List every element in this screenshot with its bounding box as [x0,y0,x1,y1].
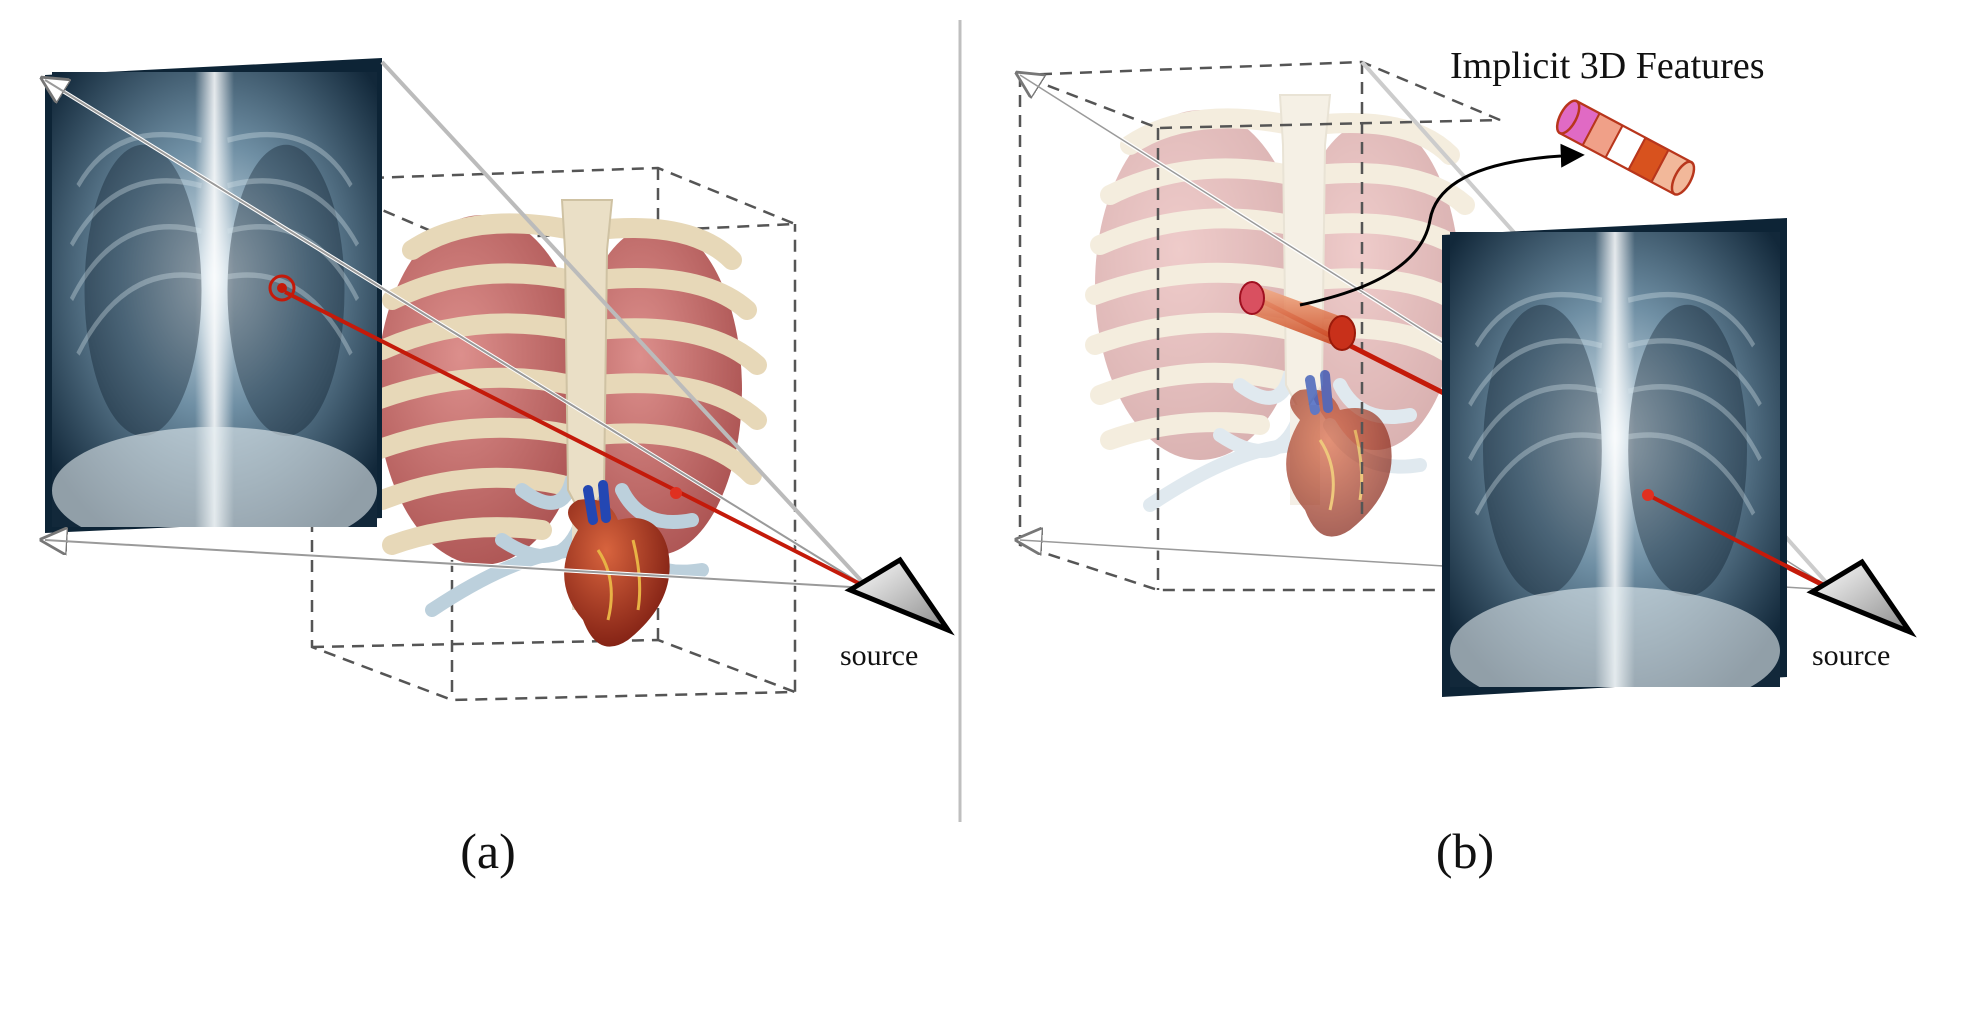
caption-a: (a) [460,823,516,879]
source-label-b: source [1812,639,1890,672]
panel-b: source Implicit 3D Features (b) [1020,45,1917,879]
red-ray-b-front [1642,489,1834,592]
source-cone-icon [1806,558,1917,638]
feature-arrow [1299,143,1585,307]
caption-b: (b) [1436,823,1494,879]
xray-image [45,58,382,533]
feature-label: Implicit 3D Features [1450,45,1764,87]
source-cone-icon [844,556,955,636]
red-ray-a [268,274,869,590]
xray-image [1442,218,1787,697]
source-label-a: source [840,639,918,672]
panel-a: source (a) [45,58,955,879]
feature-cylinder-icon [1555,99,1696,196]
